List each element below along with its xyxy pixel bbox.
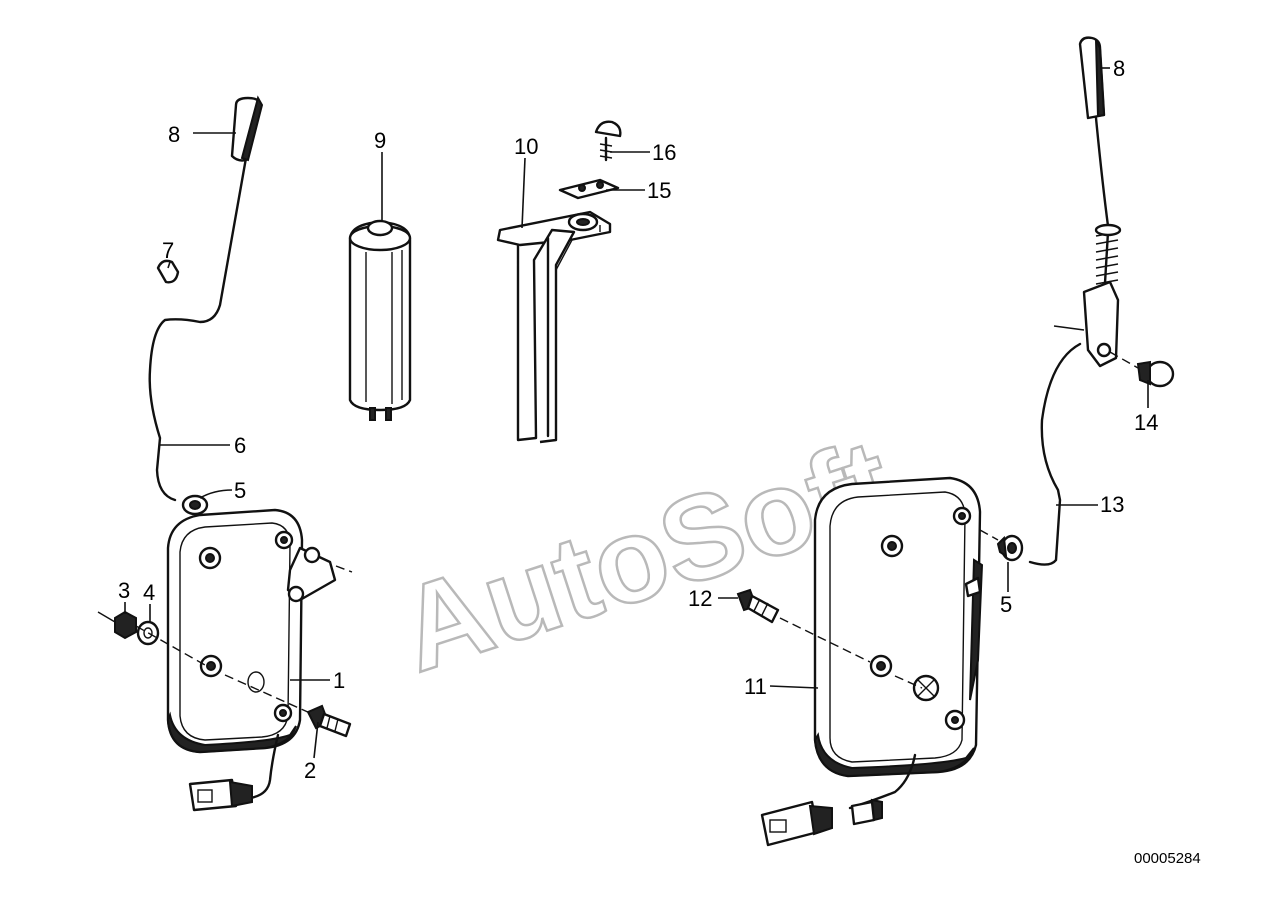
callout-12: 12 <box>688 586 712 611</box>
right-actuator-housing <box>813 476 984 778</box>
left-rod-assembly <box>148 95 264 502</box>
callout-14: 14 <box>1134 410 1158 435</box>
callout-16: 16 <box>652 140 676 165</box>
right-connector-cable <box>760 753 917 847</box>
callout-15: 15 <box>647 178 671 203</box>
callout-7: 7 <box>162 238 174 263</box>
left-grommet <box>181 494 209 516</box>
callout-11: 11 <box>744 674 767 699</box>
callout-10: 10 <box>514 134 538 159</box>
leader-10 <box>521 157 526 229</box>
relay-cylinder <box>348 219 412 421</box>
bracket <box>496 210 612 444</box>
callout-6: 6 <box>234 433 246 458</box>
screw-top <box>594 120 622 162</box>
callout-3: 3 <box>118 578 130 603</box>
left-actuator-housing <box>166 508 304 754</box>
callout-5-right: 5 <box>1000 592 1012 617</box>
leader-5-left <box>199 489 233 499</box>
left-connector-cable <box>188 733 280 812</box>
callout-1: 1 <box>333 668 345 693</box>
leader-2 <box>313 721 319 759</box>
document-number: 00005284 <box>1134 850 1201 867</box>
callout-4: 4 <box>143 580 155 605</box>
callout-9: 9 <box>374 128 386 153</box>
right-grommet <box>996 534 1024 562</box>
left-nut <box>97 610 137 640</box>
mounting-plate <box>558 178 620 200</box>
leader-11 <box>769 685 819 689</box>
leader-7 <box>167 261 171 269</box>
callout-8-left: 8 <box>168 122 180 147</box>
left-lever-bracket <box>286 546 337 603</box>
right-rod-assembly <box>1028 36 1122 566</box>
left-clip <box>156 259 180 284</box>
right-bolt <box>736 588 780 624</box>
left-bolt <box>306 704 352 738</box>
callout-5-left: 5 <box>234 478 246 503</box>
callout-13: 13 <box>1100 492 1124 517</box>
left-washer <box>136 620 160 646</box>
right-pin <box>1136 360 1175 388</box>
callout-2: 2 <box>304 758 316 783</box>
callout-8-right: 8 <box>1113 56 1125 81</box>
